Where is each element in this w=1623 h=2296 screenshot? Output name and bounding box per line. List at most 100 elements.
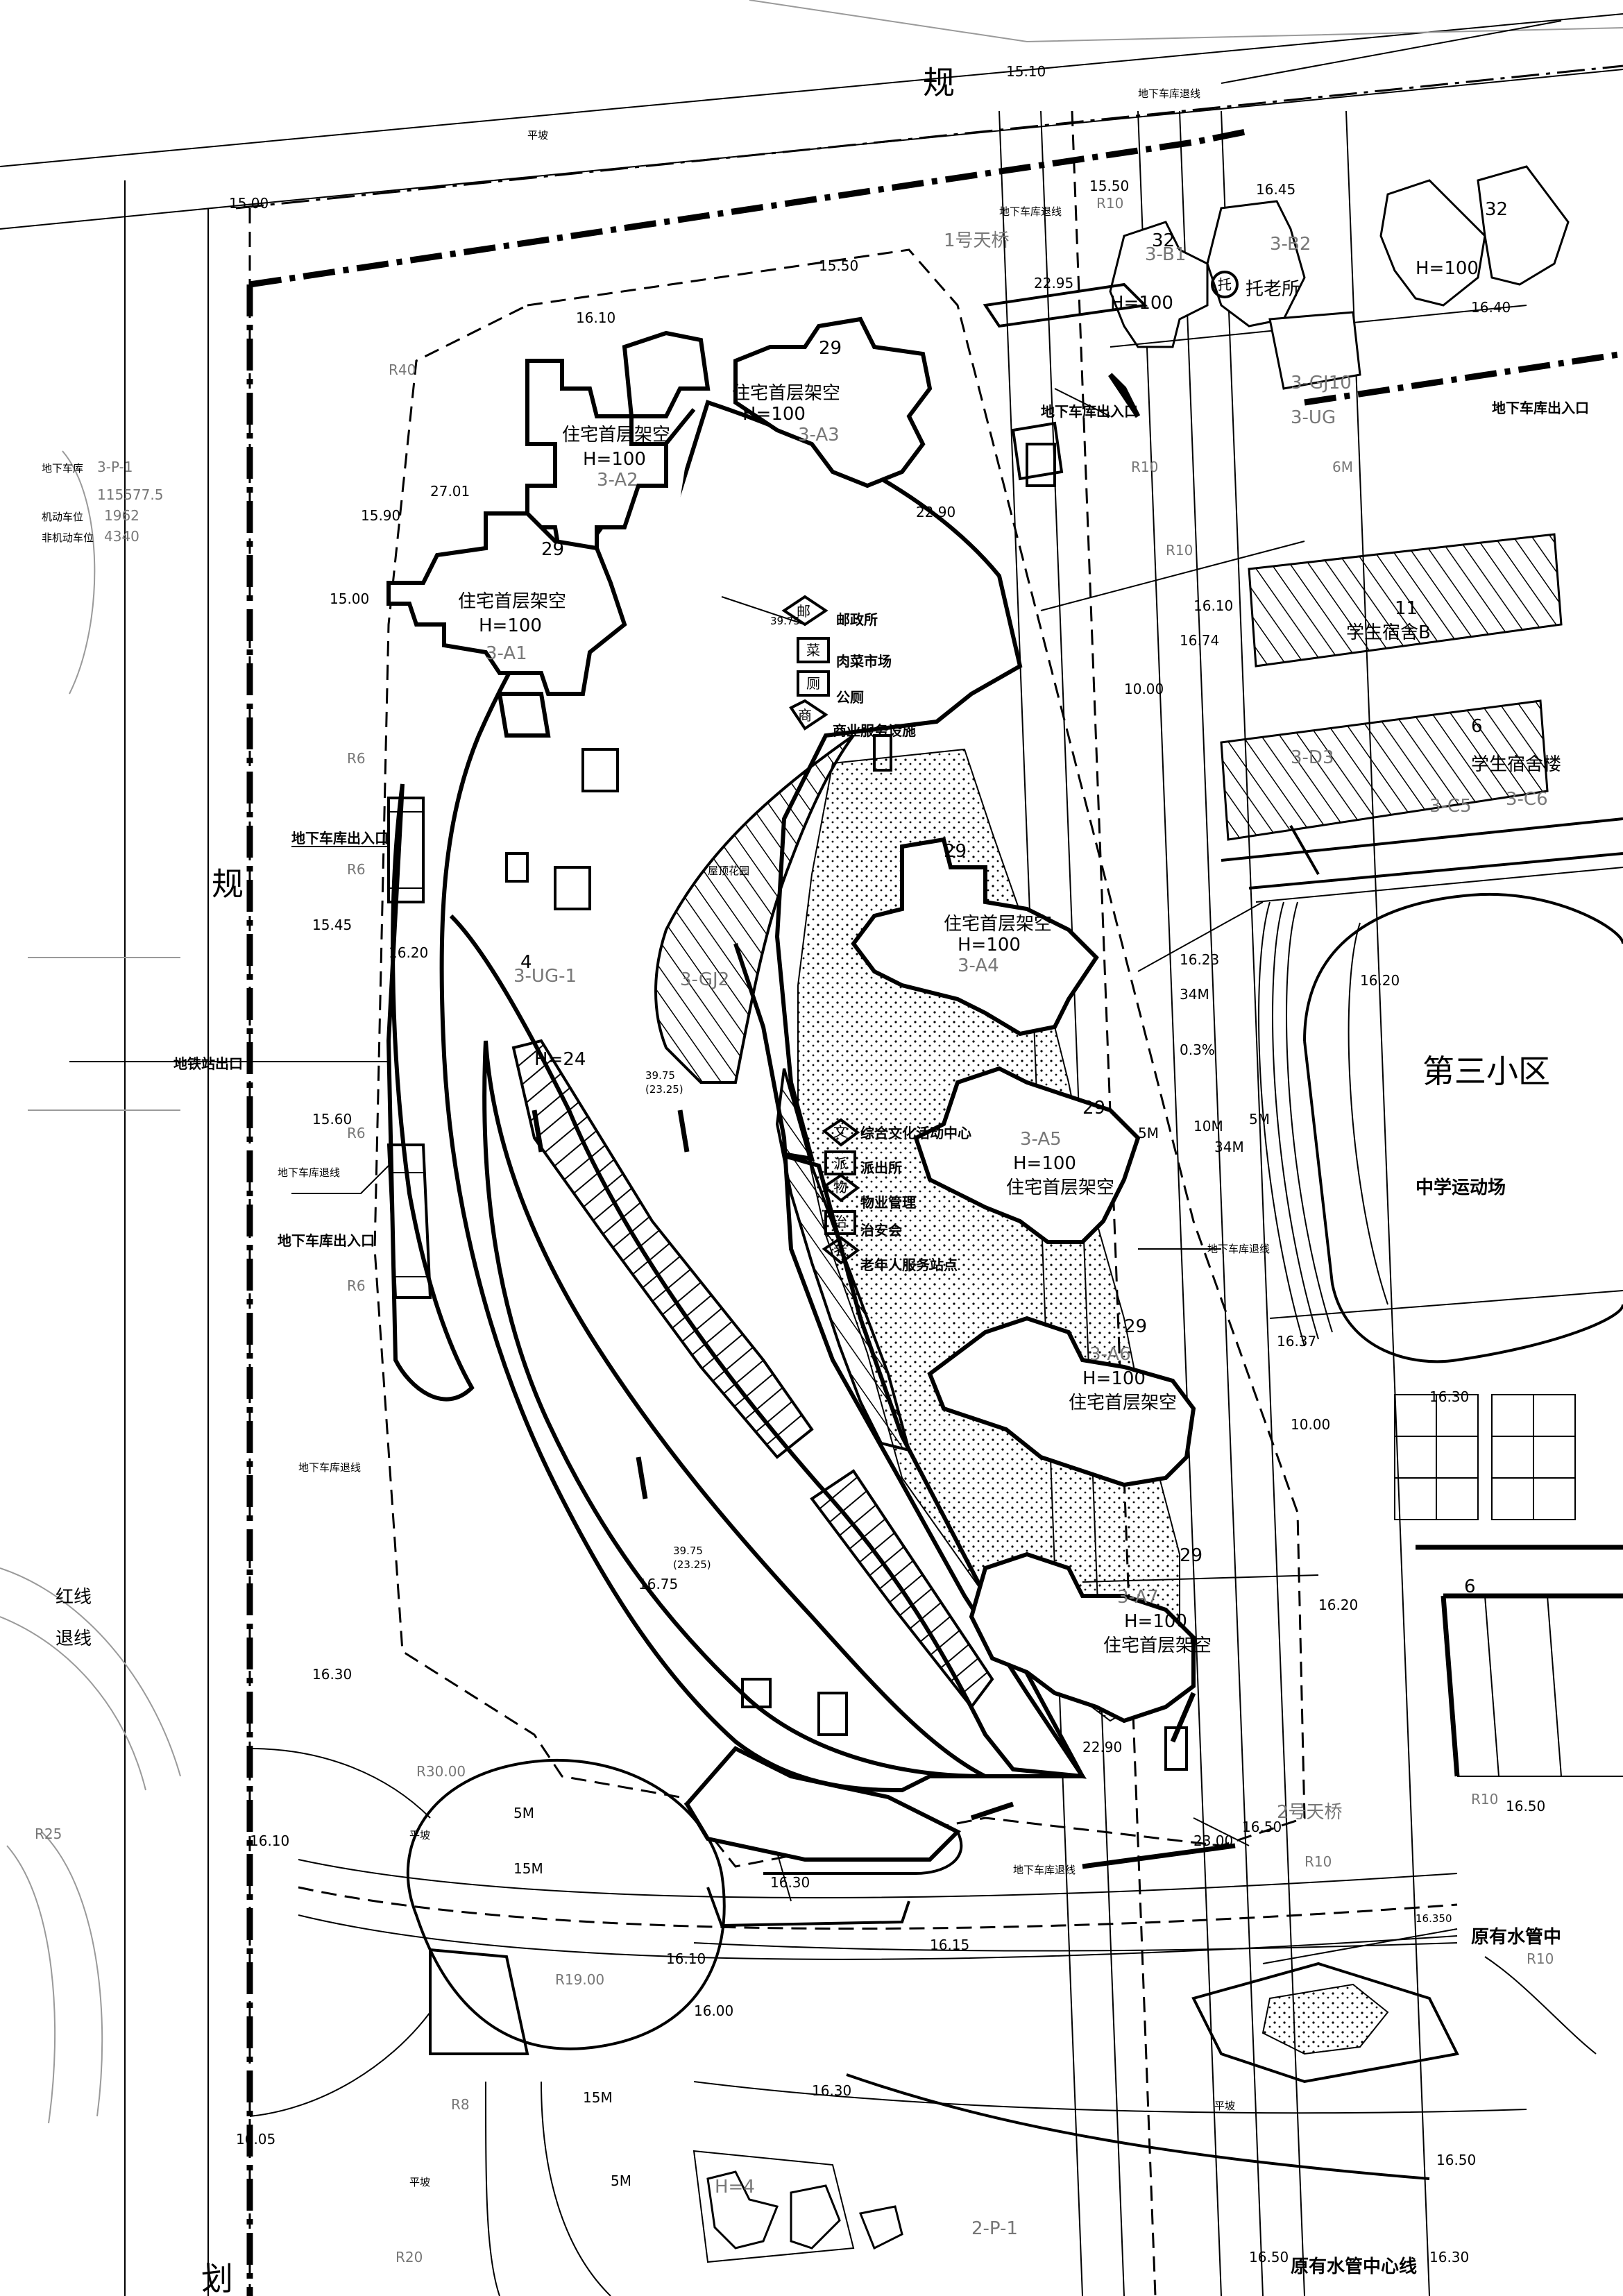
parking-stats-name: 3-P-1 (97, 459, 133, 475)
podium-structure (386, 400, 1087, 1875)
elev-label: (23.25) (673, 1558, 711, 1571)
block-3gj10-code: 3-GJ10 (1291, 373, 1352, 393)
ramp-note: 平坡 (409, 2176, 430, 2188)
tower-3a5-code: 3-A5 (1020, 1129, 1062, 1150)
red-line-boundary (246, 128, 1623, 2296)
setback-line (373, 248, 1306, 1868)
tower-3a1-height: H=100 (479, 615, 542, 636)
elev-label: 16.74 (1180, 632, 1219, 649)
dim-label: 5M (1249, 1111, 1270, 1128)
elev-label: 16.10 (666, 1950, 706, 1967)
red-line-note: 地下车库退线 (1207, 1243, 1270, 1255)
parking-stats-bike-label: 非机动车位 (42, 532, 94, 544)
roof-garden-label: 屋顶花园 (708, 865, 749, 877)
elev-label: 16.10 (1193, 597, 1233, 614)
tower-3a4-note: 住宅首层架空 (944, 914, 1052, 935)
block-3ug-code: 3-UG (1291, 407, 1336, 428)
parking-stats-bike-value: 4340 (104, 528, 139, 545)
setback-line-label: 退线 (56, 1629, 92, 1649)
tower-3a6-height: H=100 (1082, 1368, 1146, 1389)
podium-floors: 4 (520, 952, 532, 973)
police-label: 派出所 (860, 1159, 902, 1176)
dim-label: 34M (1214, 1139, 1244, 1155)
elev-label: 23.00 (1193, 1832, 1233, 1849)
ramp-note: 平坡 (1214, 2100, 1235, 2112)
elev-label: 22.90 (916, 504, 955, 520)
bridge-2-label: 2号天桥 (1277, 1802, 1343, 1823)
tower-3a7-code: 3-A7 (1117, 1587, 1159, 1608)
elev-label: 16.30 (312, 1666, 352, 1683)
tower-3a7-height: H=100 (1124, 1611, 1187, 1632)
block-3b2-floors: 32 (1485, 199, 1508, 220)
tower-3a7 (969, 1551, 1196, 1724)
elev-label: 15.00 (229, 195, 269, 212)
property-label: 物业管理 (860, 1194, 916, 1211)
tower-3a3-floors: 29 (819, 338, 842, 359)
plan-marker-gui-left: 规 (212, 865, 244, 903)
post-office-label: 邮政所 (836, 611, 878, 628)
dim-label: 10M (1193, 1118, 1223, 1134)
garage-entrance-far-ne: 地下车库出入口 (1492, 400, 1589, 416)
nursery-icon: 托 (1218, 276, 1232, 293)
ramp-stripes-lower (810, 1469, 994, 1710)
garage-entrance-ne: 地下车库出入口 (1041, 403, 1138, 420)
parking-stats-title: 地下车库 (42, 462, 83, 475)
parking-stats-motor-value: 1962 (104, 507, 139, 524)
elev-label: 39.75 (770, 615, 800, 627)
tower-3a6 (927, 1316, 1196, 1488)
water-pipe-label-bottom: 原有水管中心线 (1291, 2256, 1417, 2277)
elev-label: 16.50 (1249, 2249, 1289, 2265)
market-label: 肉菜市场 (836, 653, 892, 670)
elev-label: 16.75 (638, 1576, 678, 1592)
dim-label: 5M (1138, 1125, 1159, 1141)
tower-3a1-note: 住宅首层架空 (458, 591, 566, 612)
red-line-note: 地下车库退线 (278, 1166, 340, 1179)
elev-label: 22.90 (1082, 1739, 1122, 1755)
block-3b1-height: H=100 (1110, 293, 1173, 314)
tower-3a6-code: 3-A6 (1089, 1344, 1131, 1365)
elev-label: 15.60 (312, 1111, 352, 1128)
tower-3a2 (525, 330, 711, 571)
radius-label: R10 (1166, 542, 1193, 559)
radius-label: R6 (347, 1125, 366, 1141)
garage-entrance-west-1: 地下车库出入口 (291, 830, 389, 847)
property-icon: 物 (833, 1179, 847, 1196)
school-sports-label: 中学运动场 (1416, 1177, 1506, 1198)
tower-3a2-floors: 29 (541, 539, 564, 560)
dim-label: 6M (1332, 459, 1353, 475)
podium-3ug1-code: 3-UG-1 (513, 966, 577, 987)
tower-3a7-floors: 29 (1180, 1545, 1203, 1566)
elev-label: 16.30 (1429, 1388, 1469, 1405)
tower-3a5-height: H=100 (1013, 1153, 1076, 1174)
dim-label: 5M (513, 1805, 534, 1821)
west-ramps (386, 797, 432, 1299)
tower-3a6-floors: 29 (1124, 1316, 1147, 1337)
toilet-label: 公厕 (836, 689, 864, 706)
radius-label: R30.00 (416, 1763, 466, 1780)
radius-label: R10 (1527, 1950, 1554, 1967)
radius-label: R10 (1471, 1791, 1498, 1808)
radius-label: R10 (1131, 459, 1158, 475)
block-3b1-floors: 32 (1152, 230, 1175, 251)
elev-label: 15.50 (1089, 178, 1129, 194)
radius-label: R6 (347, 1277, 366, 1294)
police-icon: 派 (833, 1155, 847, 1172)
elev-label: 16.20 (1360, 972, 1400, 989)
elev-label: 16.45 (1256, 181, 1295, 198)
ne-skybridge (983, 282, 1148, 481)
podium-3gj2-code: 3-GJ2 (680, 969, 729, 990)
elev-label: 16.30 (770, 1874, 810, 1891)
dim-label: 10.00 (1291, 1416, 1330, 1433)
nursery-label: 托老所 (1246, 279, 1300, 300)
roof-garden-hatch-top (654, 734, 855, 1084)
dorm-c-label: 学生宿舍楼 (1471, 754, 1561, 775)
elev-label: 16.10 (576, 309, 615, 326)
elev-label: 16.20 (389, 944, 428, 961)
market-icon: 菜 (806, 642, 820, 658)
bottom-left-blocks (429, 1948, 903, 2263)
elev-label: 16.20 (1318, 1597, 1358, 1613)
elev-label: 15.90 (361, 507, 400, 524)
tower-3a5-floors: 29 (1082, 1098, 1105, 1119)
elderly-icon: 老 (833, 1241, 847, 1258)
tower-3a1 (386, 511, 627, 738)
